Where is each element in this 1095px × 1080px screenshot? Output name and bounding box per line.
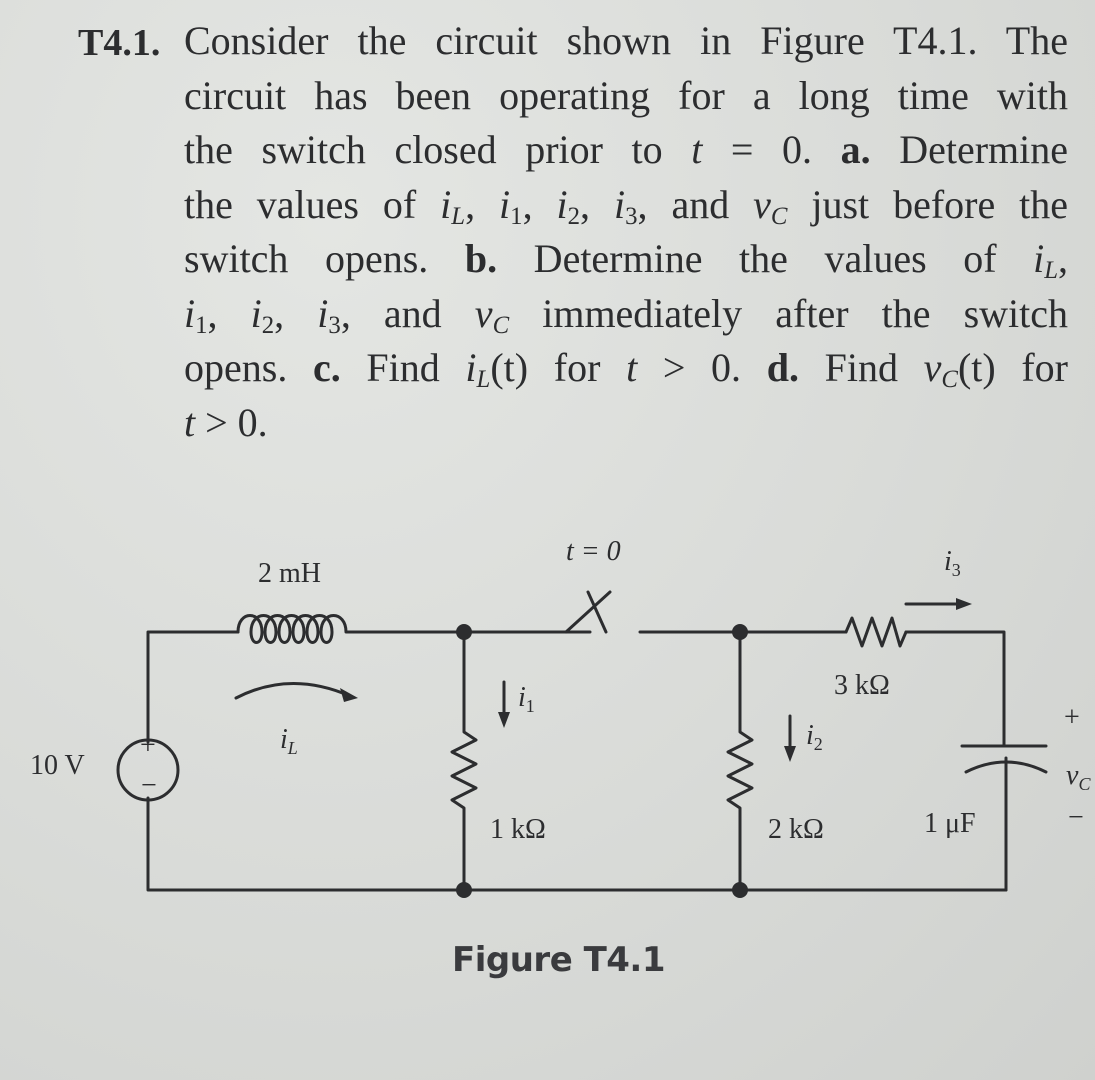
source-plus: + bbox=[140, 730, 156, 761]
problem-body: Consider the circuit shown in Figure T4.… bbox=[184, 14, 1068, 450]
inductor-label: 2 mH bbox=[258, 558, 321, 589]
capacitor-plate-bottom bbox=[964, 760, 1048, 774]
i2-label: i2 bbox=[806, 720, 823, 754]
resistor-2k bbox=[726, 630, 754, 892]
r1-label: 1 kΩ bbox=[490, 814, 546, 845]
vc-minus: − bbox=[1068, 802, 1084, 833]
problem-line-2: circuit has been operating for a long ti… bbox=[184, 72, 1068, 118]
wire-r3-to-cap bbox=[904, 630, 1006, 748]
arrowhead-iL bbox=[340, 688, 358, 702]
problem-line-7: opens. c. Find iL(t) for t > 0. d. Find … bbox=[184, 345, 1069, 394]
switch-label: t = 0 bbox=[566, 536, 621, 567]
figure-caption: Figure T4.1 bbox=[452, 940, 666, 980]
i3-label: i3 bbox=[944, 546, 961, 580]
wire-left-top bbox=[146, 630, 240, 744]
inductor-coils bbox=[236, 614, 354, 644]
iL-label: iL bbox=[280, 724, 298, 758]
source-minus: − bbox=[141, 770, 157, 801]
arrowhead-i2 bbox=[784, 746, 796, 762]
source-label: 10 V bbox=[30, 750, 85, 781]
problem-line-3: the switch closed prior to t = 0. a. Det… bbox=[184, 127, 1069, 172]
node-bottom-right bbox=[732, 882, 748, 898]
node-top-left bbox=[456, 624, 472, 640]
problem-line-5: switch opens. b. Determine the values of… bbox=[184, 236, 1068, 285]
problem-number: T4.1. bbox=[78, 22, 161, 64]
problem-line-1: Consider the circuit shown in Figure T4.… bbox=[184, 18, 1068, 63]
node-top-right bbox=[732, 624, 748, 640]
resistor-1k bbox=[450, 630, 478, 892]
r2-label: 2 kΩ bbox=[768, 814, 824, 845]
problem-statement: T4.1. Consider the circuit shown in Figu… bbox=[78, 14, 1068, 450]
vc-plus: + bbox=[1064, 702, 1080, 733]
resistor-3k bbox=[844, 616, 908, 648]
voltage-source bbox=[116, 738, 180, 802]
circuit-diagram: + − 10 V 2 mH iL t = 0 i1 1 kΩ i2 2 kΩ i… bbox=[30, 536, 1091, 898]
problem-line-8: t > 0. bbox=[184, 399, 268, 445]
wire-left-bottom bbox=[146, 796, 1008, 892]
r3-label: 3 kΩ bbox=[834, 670, 890, 701]
arrowhead-i1 bbox=[498, 712, 510, 728]
node-bottom-left bbox=[456, 882, 472, 898]
problem-line-6: i1, i2, i3, and vC immediately after the… bbox=[184, 290, 1069, 339]
problem-line-4: the values of iL, i1, i2, i3, and vC jus… bbox=[184, 181, 1069, 230]
cap-label: 1 μF bbox=[924, 808, 976, 839]
vc-label: vC bbox=[1066, 760, 1091, 794]
switch-blade bbox=[564, 590, 612, 634]
arrowhead-i3 bbox=[956, 598, 972, 610]
i1-label: i1 bbox=[518, 682, 535, 716]
arrow-iL bbox=[234, 682, 352, 700]
switch-tick bbox=[586, 590, 608, 634]
